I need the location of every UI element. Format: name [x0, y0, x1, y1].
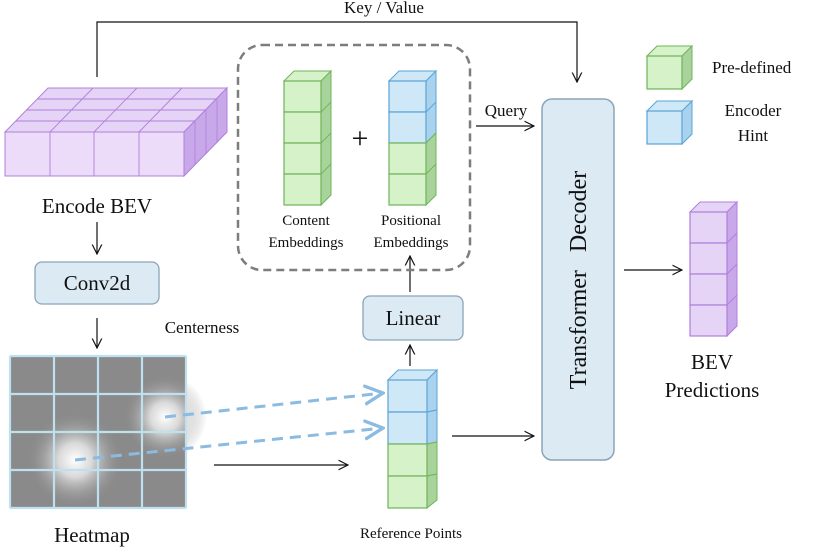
positional-embeddings-label-line2: Embeddings — [374, 235, 449, 251]
bev-predictions-label-line1: BEV — [691, 350, 733, 374]
content-embeddings-label-line1: Content — [282, 213, 330, 229]
dashed-arrow-peak-lower — [74, 428, 383, 462]
embeddings-container — [236, 43, 472, 272]
reference-points-column — [386, 368, 439, 510]
reference-points-label: Reference Points — [360, 526, 462, 542]
legend-predefined-swatch — [645, 44, 694, 91]
centerness-label: Centerness — [165, 318, 240, 337]
content-embeddings-column — [282, 69, 333, 207]
plus-sign: + — [352, 122, 369, 155]
legend-predefined-label: Pre-defined — [712, 58, 792, 77]
conv2d-label: Conv2d — [64, 271, 131, 295]
positional-embeddings-label-line1: Positional — [381, 213, 441, 229]
conv2d-module: Conv2d — [34, 261, 160, 305]
linear-module: Linear — [362, 295, 464, 341]
transformer-decoder-module: Transformer Decoder — [541, 98, 615, 461]
query-label: Query — [485, 101, 528, 120]
dashed-arrow-peak-upper — [164, 393, 383, 419]
legend-encoder-hint-label-line1: Encoder — [725, 101, 782, 120]
legend-encoder-hint-label-line2: Hint — [738, 126, 769, 145]
encode-bev-block — [3, 86, 229, 178]
content-embeddings-label-line2: Embeddings — [269, 235, 344, 251]
legend-encoder-hint-swatch — [645, 99, 694, 146]
bev-predictions-label-line2: Predictions — [665, 378, 760, 402]
heatmap-label: Heatmap — [54, 523, 130, 547]
legend: Pre-defined Encoder Hint — [645, 44, 792, 146]
positional-embeddings-column — [387, 69, 438, 207]
key-value-label: Key / Value — [344, 0, 424, 17]
encode-bev-label: Encode BEV — [42, 194, 152, 218]
bev-predictions-column — [688, 200, 739, 338]
heatmap — [8, 354, 207, 510]
transformer-decoder-label: Transformer Decoder — [566, 171, 592, 389]
linear-label: Linear — [386, 306, 441, 330]
key-value-connection: Key / Value — [96, 0, 577, 82]
